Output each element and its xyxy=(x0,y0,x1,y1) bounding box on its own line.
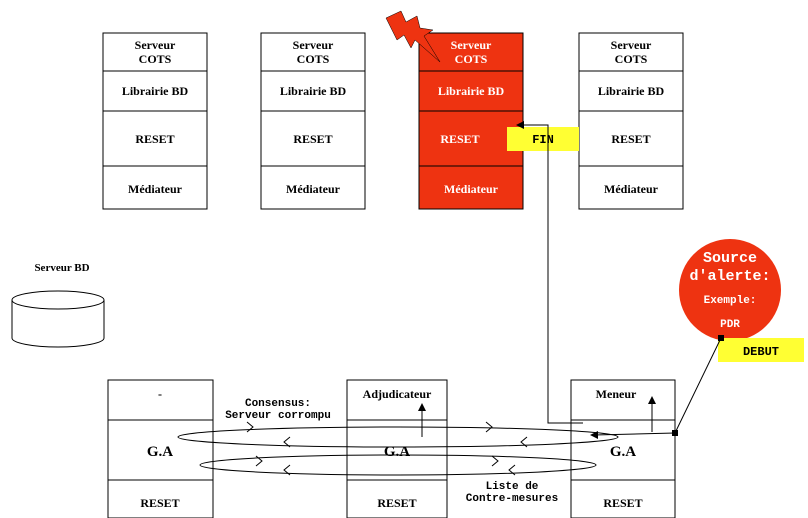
mediator-box xyxy=(578,165,684,210)
db-library-label: Librairie BD xyxy=(438,84,505,98)
reset-label: RESET xyxy=(440,132,479,146)
node-role-box xyxy=(107,379,214,421)
cots-server-label-line1: Serveur xyxy=(611,38,652,52)
alert-source-circle xyxy=(679,239,781,341)
cots-stack-3-alerted: Serveur COTS Librairie BD RESET Médiateu… xyxy=(418,32,524,210)
countermeasures-label-line2: Contre-mesures xyxy=(466,493,558,505)
mediator-label: Médiateur xyxy=(444,182,499,196)
reset-label: RESET xyxy=(135,132,174,146)
reset-box xyxy=(346,479,448,518)
ga-box xyxy=(570,419,676,481)
db-library-box xyxy=(418,70,524,112)
mediator-label: Médiateur xyxy=(286,182,341,196)
consensus-label-line2: Serveur corrompu xyxy=(225,410,331,422)
chevron-left-icon xyxy=(520,436,528,448)
chevron-right-icon xyxy=(485,421,493,433)
mediator-box xyxy=(418,165,524,210)
chevron-right-icon xyxy=(255,455,263,467)
db-library-box xyxy=(260,70,366,112)
reset-box xyxy=(578,110,684,167)
fin-connector-line xyxy=(520,124,583,424)
countermeasures-label-line1: Liste de xyxy=(486,481,539,493)
node-role-label: Adjudicateur xyxy=(363,387,432,401)
arrow-left-icon xyxy=(516,121,524,129)
up-arrow-icon xyxy=(418,403,426,437)
junction-marker xyxy=(718,335,724,341)
bottom-node-2: Adjudicateur G.A RESET xyxy=(346,379,448,518)
cots-server-label-line1: Serveur xyxy=(135,38,176,52)
cots-stack-4: Serveur COTS Librairie BD RESET Médiateu… xyxy=(578,32,684,210)
bottom-node-1: - G.A RESET xyxy=(107,379,214,518)
chevron-left-icon xyxy=(508,464,516,476)
cots-server-label-line2: COTS xyxy=(455,52,488,66)
cots-server-label-line2: COTS xyxy=(297,52,330,66)
ring-direction-arrows xyxy=(246,421,528,476)
debut-label: DEBUT xyxy=(743,345,779,359)
reset-label: RESET xyxy=(611,132,650,146)
reset-label: RESET xyxy=(377,496,416,510)
ga-label: G.A xyxy=(384,444,410,460)
reset-label: RESET xyxy=(293,132,332,146)
junction-marker xyxy=(672,430,678,436)
reset-box xyxy=(102,110,208,167)
mediator-label: Médiateur xyxy=(128,182,183,196)
db-server-label: Serveur BD xyxy=(34,262,89,274)
alert-to-ga-line xyxy=(593,432,676,436)
alert-source-title-line2: d'alerte: xyxy=(689,268,770,285)
chevron-right-icon xyxy=(246,421,254,433)
node-role-label: - xyxy=(158,387,162,401)
db-library-label: Librairie BD xyxy=(122,84,189,98)
mediator-box xyxy=(102,165,208,210)
fin-label: FIN xyxy=(532,133,554,147)
cots-stack-2: Serveur COTS Librairie BD RESET Médiateu… xyxy=(260,32,366,210)
cots-server-box xyxy=(102,32,208,72)
cots-stack-1: Serveur COTS Librairie BD RESET Médiateu… xyxy=(102,32,208,210)
reset-box xyxy=(570,479,676,518)
consensus-ring-upper xyxy=(177,426,619,448)
cots-server-label-line1: Serveur xyxy=(451,38,492,52)
lightning-bolt-icon xyxy=(385,10,441,63)
cots-server-label-line2: COTS xyxy=(139,52,172,66)
up-arrow-icon xyxy=(648,396,656,432)
alert-source-example-value: PDR xyxy=(720,319,740,331)
alert-source-title-line1: Source xyxy=(703,250,757,267)
alert-source-example-label: Exemple: xyxy=(704,295,757,307)
db-library-label: Librairie BD xyxy=(598,84,665,98)
db-library-box xyxy=(102,70,208,112)
db-library-box xyxy=(578,70,684,112)
reset-label: RESET xyxy=(140,496,179,510)
database-cylinder-icon xyxy=(11,290,105,348)
bottom-node-3: Meneur G.A RESET xyxy=(570,379,676,518)
node-role-box xyxy=(346,379,448,421)
node-role-box xyxy=(570,379,676,421)
consensus-label-line1: Consensus: xyxy=(245,398,311,410)
node-role-label: Meneur xyxy=(596,387,637,401)
reset-label: RESET xyxy=(603,496,642,510)
chevron-left-icon xyxy=(283,436,291,448)
reset-box xyxy=(107,479,214,518)
chevron-left-icon xyxy=(283,464,291,476)
cots-server-label-line2: COTS xyxy=(615,52,648,66)
cots-server-box xyxy=(578,32,684,72)
consensus-ring-lower xyxy=(199,454,597,476)
chevron-right-icon xyxy=(491,455,499,467)
fin-label-background xyxy=(507,127,579,151)
debut-label-background xyxy=(718,338,804,362)
arrow-left-icon xyxy=(590,431,598,439)
ga-label: G.A xyxy=(147,444,173,460)
mediator-box xyxy=(260,165,366,210)
alert-connector-line xyxy=(674,337,722,434)
db-library-label: Librairie BD xyxy=(280,84,347,98)
cots-server-label-line1: Serveur xyxy=(293,38,334,52)
ga-label: G.A xyxy=(610,444,636,460)
mediator-label: Médiateur xyxy=(604,182,659,196)
ga-box xyxy=(346,419,448,481)
